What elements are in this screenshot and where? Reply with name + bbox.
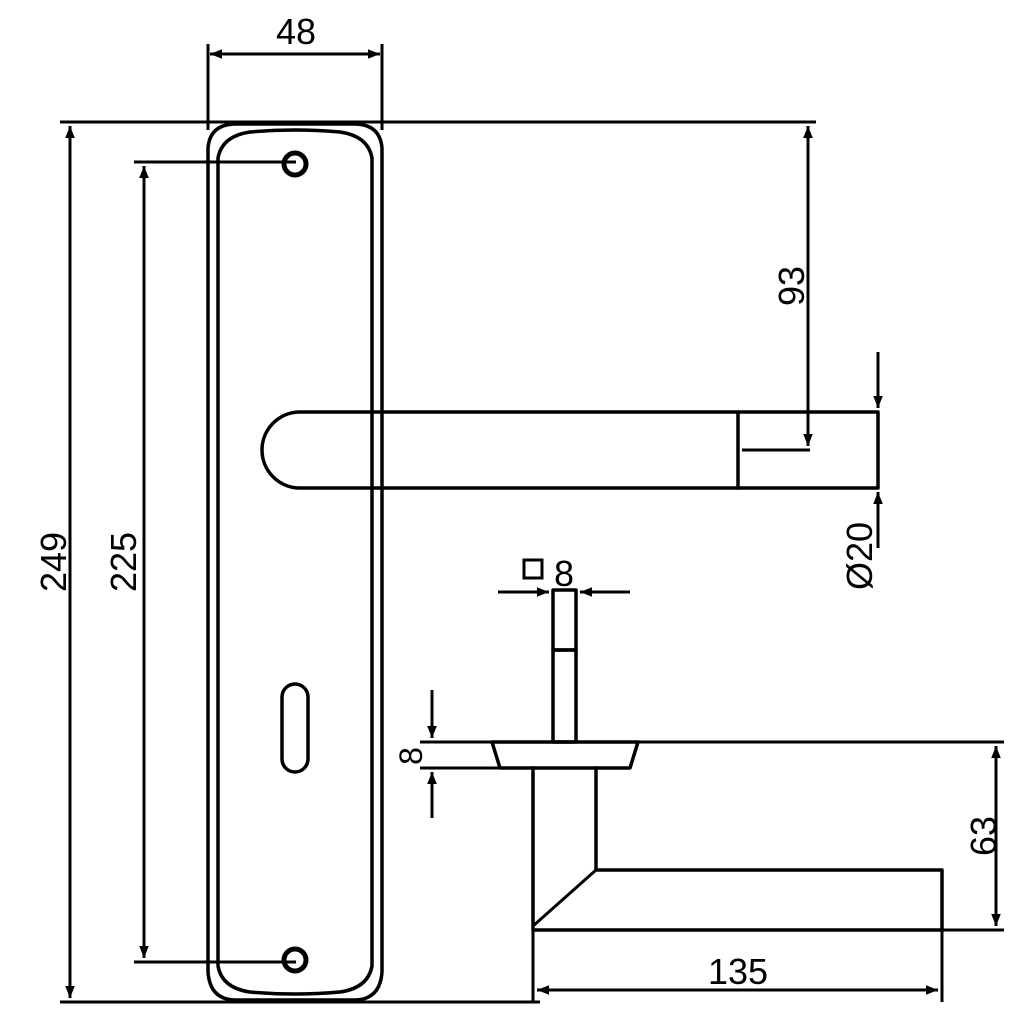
dimension-spindle-square: 8 [498, 553, 630, 597]
dimension-label-handle-length: 135 [708, 951, 768, 992]
lever-handle-front [260, 410, 880, 490]
dimension-label-handle-diameter: Ø20 [839, 522, 880, 590]
dimension-projection: 63 [638, 740, 1004, 932]
side-view [490, 588, 944, 932]
dimension-label-spindle-square: 8 [554, 553, 574, 594]
dimension-plate-width: 48 [206, 11, 384, 130]
square-spindle-icon [522, 558, 544, 580]
dimension-overall-height: 249 [33, 120, 816, 1004]
screw-hole-top [281, 150, 309, 178]
backplate [206, 122, 384, 1002]
backplate-inner-outline [216, 128, 374, 996]
dimension-hole-spacing: 225 [103, 160, 296, 964]
dimension-label-rose-thickness: 8 [393, 747, 429, 765]
rose [490, 740, 640, 770]
dimension-label-plate-width: 48 [276, 11, 316, 52]
dimension-label-overall-height: 249 [33, 532, 74, 592]
dimension-rose-thickness: 8 [393, 690, 500, 818]
backplate-outer-outline [206, 122, 384, 1002]
dimension-label-hole-spacing: 225 [103, 532, 144, 592]
dimension-handle-length: 135 [531, 930, 944, 1002]
dimension-handle-diameter: Ø20 [839, 352, 883, 590]
keyhole-slot [280, 682, 310, 774]
dimension-handle-height: 93 [771, 126, 813, 446]
dimension-label-projection: 63 [963, 816, 1004, 856]
handle-side-profile [531, 766, 944, 932]
lever-handle-outline [260, 410, 740, 490]
screw-hole-bottom [281, 946, 309, 974]
dimension-label-handle-height: 93 [771, 266, 812, 306]
spindle-lower [551, 648, 578, 744]
handle-side-bevel [532, 868, 597, 928]
spindle-upper [551, 588, 578, 652]
